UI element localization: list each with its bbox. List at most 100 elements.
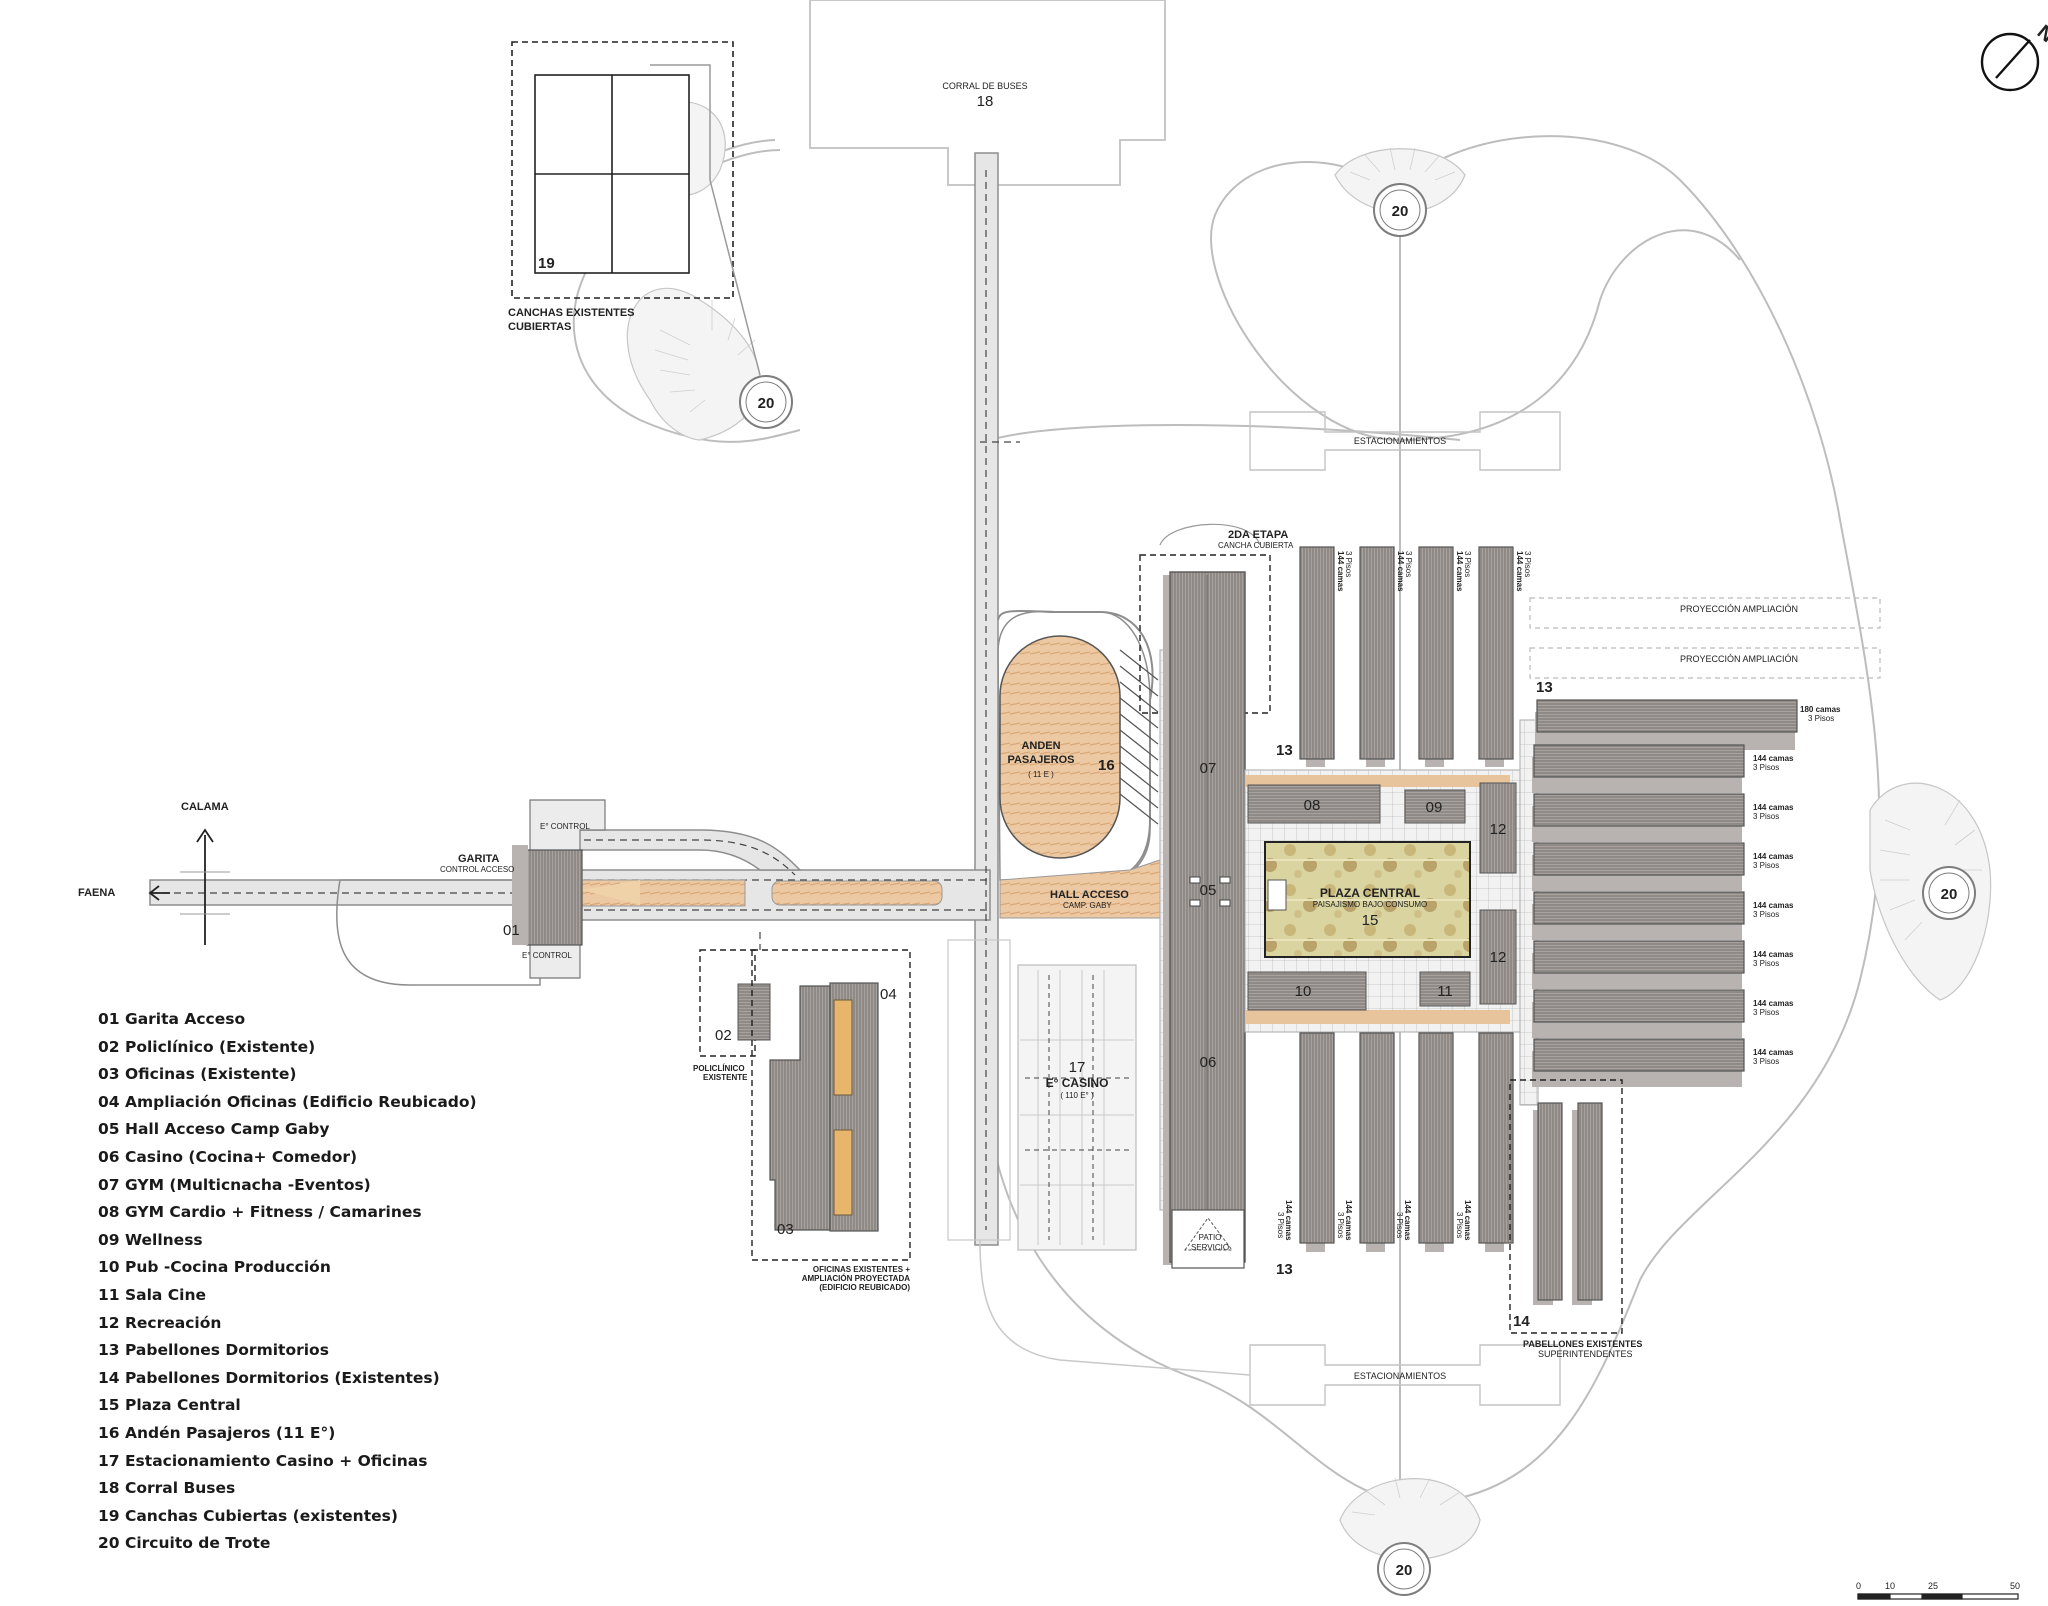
gym-cardio-08 xyxy=(1247,784,1381,824)
label-oficinas-2: AMPLIACIÓN PROYECTADA xyxy=(802,1274,911,1283)
number-12-bottom: 12 xyxy=(1490,949,1507,966)
label-cancha-cubierta: CANCHA CUBIERTA xyxy=(1218,541,1294,550)
recreacion-12-top xyxy=(1479,782,1517,874)
number-20-s: 20 xyxy=(1396,1562,1413,1579)
canchas-courts xyxy=(534,74,690,274)
capacity-top-4-pisos: 3 Pisos xyxy=(1523,551,1532,577)
legend-item: 07 GYM (Multicnacha -Eventos) xyxy=(98,1175,371,1194)
label-corral-buses: CORRAL DE BUSES xyxy=(942,81,1027,91)
anden-loop-road xyxy=(997,610,1154,881)
capacity-h-4-pisos: 3 Pisos xyxy=(1753,910,1779,919)
pavilions-right xyxy=(1532,699,1798,1087)
garita-shadow xyxy=(512,845,528,945)
plaza-kiosk xyxy=(1267,879,1287,911)
label-estacionamientos-bottom: ESTACIONAMIENTOS xyxy=(1354,1371,1446,1381)
plaza-central xyxy=(1264,841,1471,958)
scale-tick-25: 25 xyxy=(1928,1581,1938,1591)
number-20-n: 20 xyxy=(1392,203,1409,220)
number-17: 17 xyxy=(1069,1059,1086,1076)
pavilions-top xyxy=(1299,546,1514,767)
oficinas-existentes xyxy=(769,985,831,1231)
number-14: 14 xyxy=(1513,1313,1530,1330)
legend-item: 12 Recreación xyxy=(98,1313,222,1332)
number-03: 03 xyxy=(777,1221,794,1238)
number-11: 11 xyxy=(1437,983,1453,1000)
number-16: 16 xyxy=(1098,757,1115,774)
label-policlinico: POLICLÍNICO xyxy=(693,1064,745,1073)
wood-deck-bottom xyxy=(1245,1010,1510,1024)
legend-item: 08 GYM Cardio + Fitness / Camarines xyxy=(98,1203,422,1222)
proyeccion-ampliacion xyxy=(1529,597,1881,679)
garita-light-cone xyxy=(582,880,640,905)
number-12-top: 12 xyxy=(1490,821,1507,838)
capacity-h-4: 144 camas xyxy=(1753,901,1794,910)
capacity-vertical-top: 144 camas 3 Pisos 144 camas 3 Pisos 144 … xyxy=(1336,551,1532,592)
legend-item: 01 Garita Acceso xyxy=(98,1010,246,1028)
label-e-control-top: E° CONTROL xyxy=(540,822,590,831)
capacity-h-1: 144 camas xyxy=(1753,754,1794,763)
number-07: 07 xyxy=(1200,760,1217,777)
label-e-casino-sub: ( 110 E° ) xyxy=(1060,1091,1094,1100)
legend-item: 20 Circuito de Trote xyxy=(98,1534,271,1553)
label-pabellones-existentes: PABELLONES EXISTENTES xyxy=(1523,1339,1642,1349)
number-18: 18 xyxy=(977,93,994,110)
number-13-right: 13 xyxy=(1536,679,1553,696)
legend-item: 13 Pabellones Dormitorios xyxy=(98,1341,329,1360)
wellness-09 xyxy=(1404,789,1466,824)
scale-bar xyxy=(1857,1593,2019,1600)
legend-item: 11 Sala Cine xyxy=(98,1285,206,1304)
capacity-top-4: 144 camas xyxy=(1515,551,1524,592)
number-04: 04 xyxy=(880,986,897,1003)
oficinas-skylight-2 xyxy=(833,1129,853,1216)
anden-platform xyxy=(999,635,1121,859)
capacity-h-180: 180 camas xyxy=(1800,705,1841,714)
north-compass xyxy=(1980,32,2040,92)
capacity-top-3-pisos: 3 Pisos xyxy=(1463,551,1472,577)
hall-acceso-skylights xyxy=(1189,876,1231,907)
label-paisajismo: PAISAJISMO BAJO CONSUMO xyxy=(1313,900,1428,909)
label-servicio: SERVICIO xyxy=(1191,1243,1229,1252)
road-centerlines xyxy=(150,170,1020,1230)
pavilions-bottom xyxy=(1299,1032,1514,1252)
label-oficinas-1: OFICINAS EXISTENTES + xyxy=(813,1265,910,1274)
legend-item: 10 Pub -Cocina Producción xyxy=(98,1258,331,1277)
parking-flow-arrows xyxy=(1025,975,1130,1240)
roundabouts xyxy=(739,183,1976,1596)
label-e-control-bottom: E° CONTROL xyxy=(522,951,572,960)
label-superintendentes: SUPERINTENDENTES xyxy=(1538,1349,1633,1359)
capacity-h-2: 144 camas xyxy=(1753,803,1794,812)
label-camp-gaby: CAMP. GABY xyxy=(1063,901,1112,910)
number-10: 10 xyxy=(1295,983,1312,1000)
number-13-top: 13 xyxy=(1276,742,1293,759)
label-hall-acceso: HALL ACCESO xyxy=(1050,889,1129,901)
legend-item: 16 Andén Pasajeros (11 E°) xyxy=(98,1423,336,1442)
pub-10 xyxy=(1247,971,1367,1011)
anden-bus-bays xyxy=(1119,649,1159,825)
capacity-bot-4-pisos: 3 Pisos xyxy=(1455,1212,1464,1238)
number-20-e: 20 xyxy=(1941,886,1958,903)
capacity-h-6-pisos: 3 Pisos xyxy=(1753,1008,1779,1017)
number-06: 06 xyxy=(1200,1054,1217,1071)
garita-building xyxy=(526,849,583,946)
label-faena: FAENA xyxy=(78,887,115,899)
number-15: 15 xyxy=(1362,912,1379,929)
capacity-h-6: 144 camas xyxy=(1753,999,1794,1008)
legend-item: 18 Corral Buses xyxy=(98,1479,236,1498)
label-proyeccion-1: PROYECCIÓN AMPLIACIÓN xyxy=(1680,604,1798,614)
label-anden: ANDEN xyxy=(1021,740,1060,752)
capacity-bot-4: 144 camas xyxy=(1463,1200,1472,1241)
estacionamientos xyxy=(1249,411,1561,1406)
label-anden-sub: ( 11 E ) xyxy=(1028,770,1054,779)
number-20-nw: 20 xyxy=(758,395,775,412)
legend-item: 03 Oficinas (Existente) xyxy=(98,1065,297,1084)
label-plaza-central: PLAZA CENTRAL xyxy=(1320,886,1420,900)
label-existente: EXISTENTE xyxy=(703,1073,748,1082)
label-2da-etapa: 2DA ETAPA xyxy=(1228,529,1288,541)
number-01: 01 xyxy=(503,922,520,939)
compass-letter: N xyxy=(2033,21,2048,47)
label-control-acceso: CONTROL ACCESO xyxy=(440,865,514,874)
legend-item: 05 Hall Acceso Camp Gaby xyxy=(98,1120,330,1139)
capacity-top-2-pisos: 3 Pisos xyxy=(1404,551,1413,577)
